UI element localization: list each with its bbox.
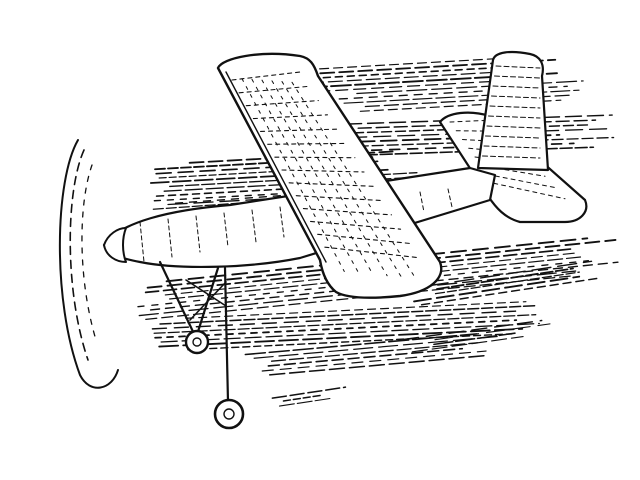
hatch-stroke <box>223 212 229 248</box>
hatch-stroke <box>324 246 420 259</box>
hatch-stroke <box>436 267 574 290</box>
hatch-stroke <box>252 114 328 120</box>
hatch-stroke <box>160 322 540 343</box>
hatch-stroke <box>261 350 487 372</box>
hatch-stroke <box>413 275 581 303</box>
hatch-stroke <box>288 182 374 187</box>
hatch-stroke <box>187 333 513 351</box>
hatch-stroke <box>241 78 345 272</box>
hatch-stroke <box>485 135 541 139</box>
hatch-stroke <box>278 397 334 407</box>
hatch-stroke <box>483 145 541 149</box>
hatch-stroke <box>146 239 617 289</box>
hatch-stroke <box>244 333 478 356</box>
hatch-stroke <box>449 119 496 123</box>
hatch-stroke <box>495 65 541 69</box>
hatch-stroke <box>434 271 580 295</box>
hatch-stroke <box>356 80 584 95</box>
hatch-stroke <box>488 115 541 119</box>
hatch-stroke <box>310 220 402 230</box>
hatch-stroke <box>195 215 201 253</box>
hatch-stroke <box>158 327 524 348</box>
vertical-fin <box>476 50 550 172</box>
hatch-stroke <box>251 78 360 274</box>
hatch-stroke <box>434 323 551 341</box>
hatch-stroke <box>402 319 543 341</box>
hatch-stroke <box>291 81 417 280</box>
hatch-stroke <box>151 310 517 330</box>
hatch-stroke <box>419 191 425 213</box>
hatch-stroke <box>238 85 310 94</box>
hatch-stroke <box>271 80 388 277</box>
hatch-stroke <box>492 85 541 89</box>
hatch-stroke <box>433 332 516 346</box>
landing-gear <box>158 260 245 430</box>
hatch-stroke <box>302 208 392 216</box>
hatch-stroke <box>486 125 541 129</box>
hatch-stroke <box>267 142 347 145</box>
main-wing <box>216 52 443 299</box>
hatch-stroke <box>164 252 578 296</box>
propeller-blur <box>58 139 119 389</box>
hatch-stroke <box>281 81 402 278</box>
hatch-stroke <box>338 85 568 100</box>
hatch-stroke <box>402 260 593 291</box>
hatch-stroke <box>270 342 479 362</box>
hatch-stroke <box>279 206 285 238</box>
hatch-stroke <box>261 79 374 275</box>
hatch-stroke <box>274 156 356 159</box>
hatch-stroke <box>167 218 173 258</box>
hatch-stroke <box>359 99 562 112</box>
hatch-stroke <box>493 182 566 200</box>
hatch-stroke <box>308 70 521 84</box>
hatch-stroke <box>153 314 537 334</box>
hatch-stroke <box>231 71 301 81</box>
hatch-stroke <box>317 80 504 93</box>
hatch-stroke <box>159 304 537 325</box>
hatch-stroke <box>447 188 453 208</box>
hatch-stroke <box>185 301 527 319</box>
hatch-stroke <box>494 75 541 79</box>
hatch-stroke <box>268 354 490 376</box>
hatch-stroke <box>253 335 502 359</box>
hatch-stroke <box>281 169 365 173</box>
hatch-stroke <box>491 95 541 99</box>
hatch-stroke <box>420 277 598 306</box>
hatch-stroke <box>169 256 582 300</box>
hatch-stroke <box>267 347 464 367</box>
hatch-stroke <box>487 174 556 188</box>
hatch-stroke <box>489 105 541 109</box>
hatch-stroke <box>282 394 322 402</box>
hatch-stroke <box>251 209 257 243</box>
hatch-stroke <box>149 261 619 311</box>
hatch-stroke <box>154 319 518 339</box>
hatch-stroke <box>411 336 524 353</box>
hatch-stroke <box>139 221 145 263</box>
hatch-stroke <box>245 100 319 107</box>
hatch-stroke <box>271 386 347 399</box>
hatch-stroke <box>295 195 383 202</box>
hatch-stroke <box>319 56 527 70</box>
hatch-stroke <box>482 155 541 159</box>
hatch-stroke <box>310 65 514 80</box>
